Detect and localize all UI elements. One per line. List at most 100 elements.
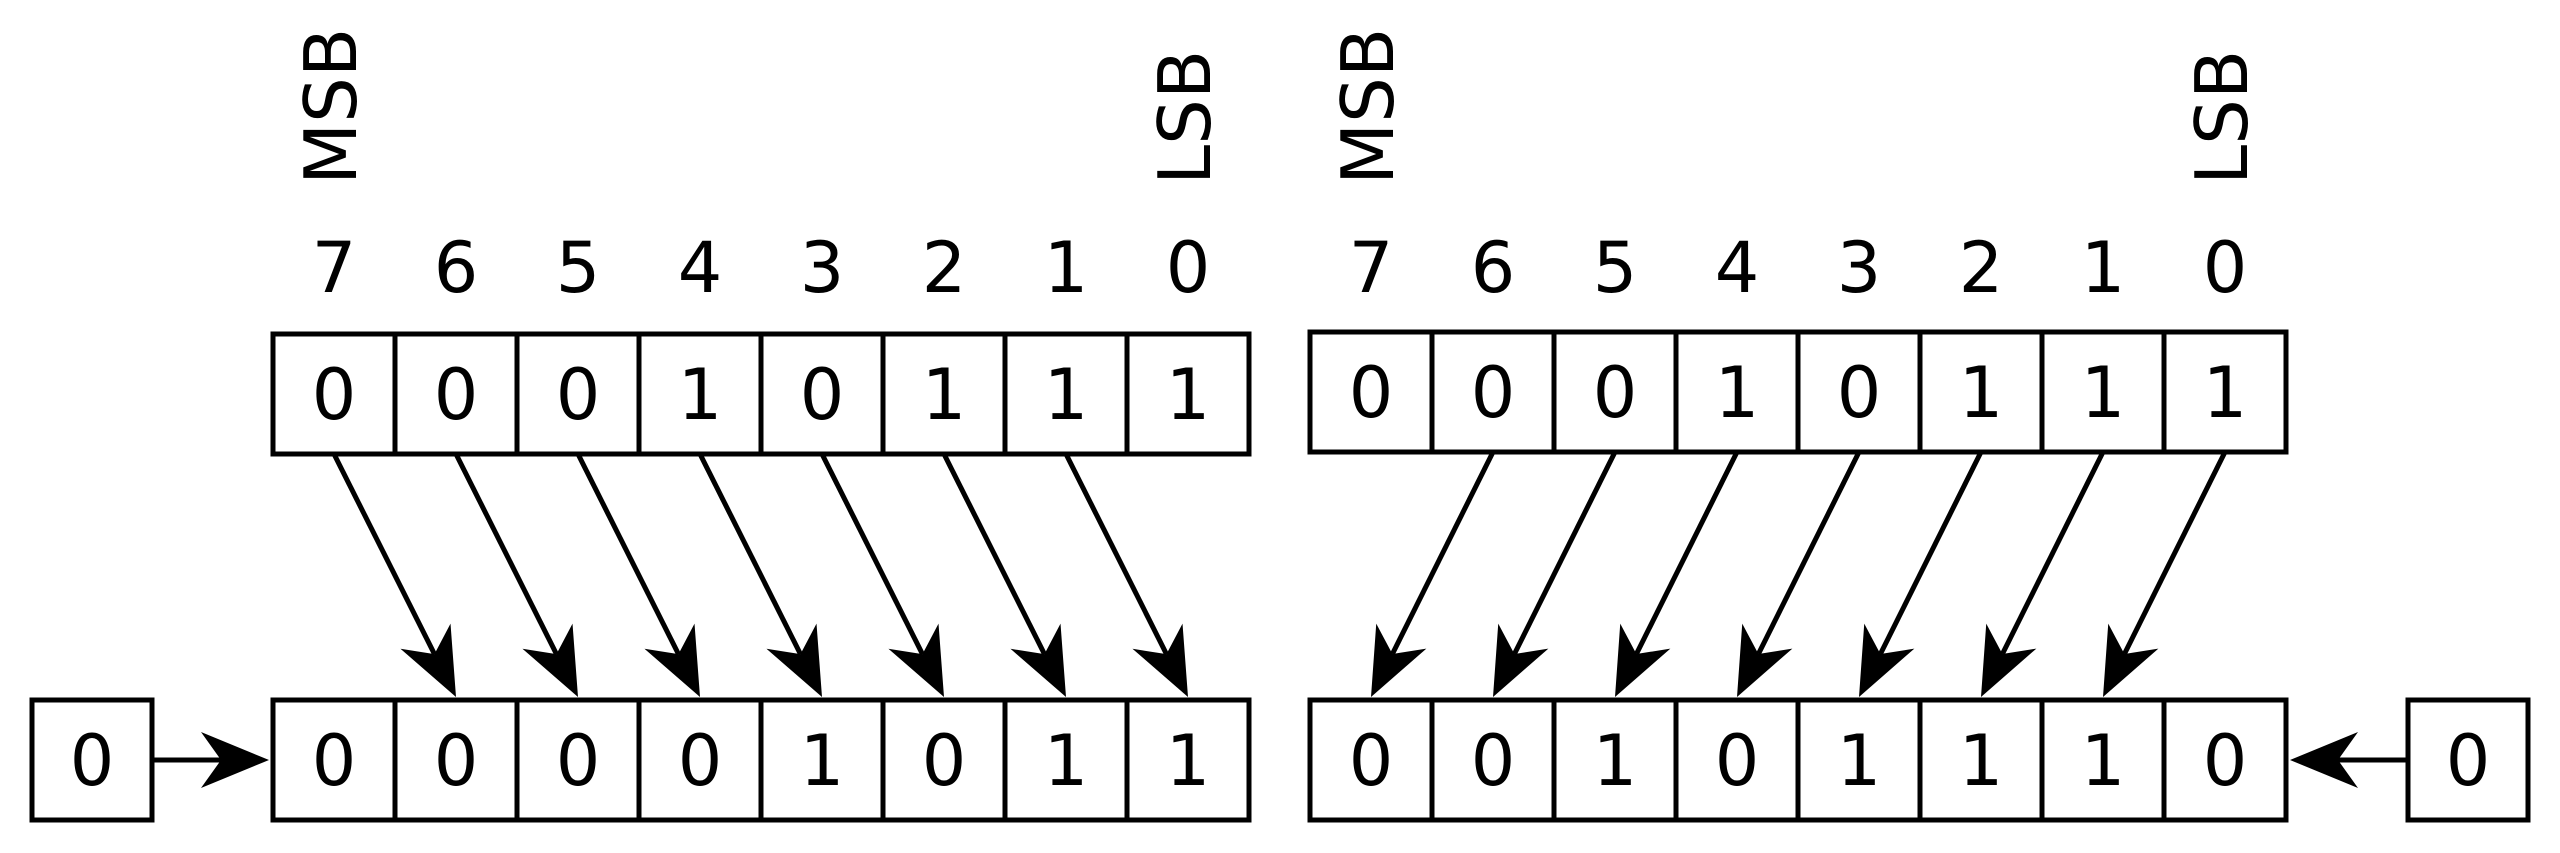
shifted-bit-cell: 1 — [758, 697, 886, 823]
original-bit-cell: 1 — [2161, 329, 2289, 455]
original-bit-cell-value: 0 — [434, 354, 479, 436]
shift-arrow — [453, 452, 578, 697]
shifted-bit-cell: 0 — [514, 697, 642, 823]
shifted-bit-cell: 1 — [1795, 697, 1923, 823]
shifted-bit-cell-value: 0 — [678, 720, 723, 802]
bit-index: 7 — [1349, 227, 1394, 309]
original-bit-cell: 0 — [514, 331, 642, 457]
original-bit-cell-value: 1 — [1715, 352, 1760, 434]
original-bit-cell-value: 0 — [312, 354, 357, 436]
bit-index: 1 — [2081, 227, 2126, 309]
shifted-bit-cell-value: 0 — [434, 720, 479, 802]
shifted-bit-cell: 0 — [636, 697, 764, 823]
lsb-label: LSB — [1143, 50, 1227, 185]
original-bit-cell-value: 1 — [2203, 352, 2248, 434]
bit-index: 0 — [1166, 227, 1211, 309]
bit-index: 5 — [556, 227, 601, 309]
shifted-bit-cell-value: 0 — [556, 720, 601, 802]
original-bit-cell-value: 0 — [1349, 352, 1394, 434]
fill-bit-cell: 0 — [2405, 697, 2531, 823]
shifted-bit-cell-value: 0 — [312, 720, 357, 802]
fill-arrow — [2290, 732, 2408, 788]
original-bit-cell: 1 — [880, 331, 1008, 457]
bit-index: 2 — [922, 227, 967, 309]
shifted-bit-cell: 1 — [2039, 697, 2167, 823]
shifted-bit-cell: 0 — [1673, 697, 1801, 823]
bit-index: 3 — [1837, 227, 1882, 309]
shifted-bit-cell-value: 1 — [1166, 720, 1211, 802]
bit-index: 6 — [434, 227, 479, 309]
shifted-bit-cell-value: 0 — [1471, 720, 1516, 802]
original-bit-cell-value: 1 — [2081, 352, 2126, 434]
shifted-bit-cell-value: 1 — [1593, 720, 1638, 802]
lsb-label: LSB — [2180, 50, 2264, 185]
bit-index: 7 — [312, 227, 357, 309]
original-bit-cell-value: 1 — [1959, 352, 2004, 434]
original-bit-cell: 0 — [270, 331, 398, 457]
bit-index: 5 — [1593, 227, 1638, 309]
shift-arrow — [1859, 450, 1984, 697]
shifted-bit-cell-value: 1 — [1959, 720, 2004, 802]
bit-index: 2 — [1959, 227, 2004, 309]
fill-bit-cell-value: 0 — [2446, 720, 2491, 802]
shift-arrow — [575, 452, 700, 697]
original-bit-cell-value: 0 — [556, 354, 601, 436]
shift-arrow — [1493, 450, 1618, 697]
fill-arrow — [152, 732, 269, 788]
original-bit-cell: 0 — [392, 331, 520, 457]
original-bit-cell: 1 — [2039, 329, 2167, 455]
fill-bit-cell: 0 — [29, 697, 155, 823]
original-bit-cell: 1 — [636, 331, 764, 457]
shift-arrow — [1063, 452, 1188, 697]
original-bit-cell-value: 0 — [1471, 352, 1516, 434]
original-bit-cell: 0 — [1429, 329, 1557, 455]
original-bit-cell: 0 — [1307, 329, 1435, 455]
original-bit-cell-value: 1 — [678, 354, 723, 436]
shifted-bit-cell-value: 0 — [2203, 720, 2248, 802]
shifted-bit-cell-value: 1 — [800, 720, 845, 802]
shifted-bit-cell: 0 — [392, 697, 520, 823]
msb-label: MSB — [289, 28, 373, 185]
original-bit-cell: 1 — [1124, 331, 1252, 457]
shifted-bit-cell: 1 — [1551, 697, 1679, 823]
original-bit-cell-value: 1 — [1166, 354, 1211, 436]
original-bit-cell-value: 0 — [1837, 352, 1882, 434]
shift-arrow — [819, 452, 944, 697]
shifted-bit-cell: 0 — [2161, 697, 2289, 823]
shifted-bit-cell: 0 — [1429, 697, 1557, 823]
shifted-bit-cell: 0 — [1307, 697, 1435, 823]
shifted-bit-cell: 0 — [270, 697, 398, 823]
original-bit-cell: 0 — [758, 331, 886, 457]
original-bit-cell-value: 0 — [1593, 352, 1638, 434]
shift-arrow — [941, 452, 1066, 697]
bit-index: 4 — [1715, 227, 1760, 309]
shift-arrow — [1981, 450, 2106, 697]
shifted-bit-cell-value: 1 — [1837, 720, 1882, 802]
shifted-bit-cell: 1 — [1124, 697, 1252, 823]
shifted-bit-cell-value: 1 — [2081, 720, 2126, 802]
shift-arrow — [1371, 450, 1496, 697]
bit-index: 3 — [800, 227, 845, 309]
shifted-bit-cell-value: 0 — [1715, 720, 1760, 802]
shifted-bit-cell-value: 1 — [1044, 720, 1089, 802]
bit-index: 0 — [2203, 227, 2248, 309]
msb-label: MSB — [1326, 28, 1410, 185]
fill-bit-cell-value: 0 — [70, 720, 115, 802]
original-bit-cell-value: 0 — [800, 354, 845, 436]
shifted-bit-cell-value: 0 — [1349, 720, 1394, 802]
shift-arrow — [1737, 450, 1862, 697]
original-bit-cell-value: 1 — [1044, 354, 1089, 436]
original-bit-cell: 1 — [1673, 329, 1801, 455]
shift-arrow — [331, 452, 456, 697]
original-bit-cell-value: 1 — [922, 354, 967, 436]
shift-arrow — [697, 452, 822, 697]
shifted-bit-cell: 1 — [1917, 697, 2045, 823]
shift-arrow — [2103, 450, 2228, 697]
shifted-bit-cell: 1 — [1002, 697, 1130, 823]
shifted-bit-cell: 0 — [880, 697, 1008, 823]
bit-index: 4 — [678, 227, 723, 309]
shifted-bit-cell-value: 0 — [922, 720, 967, 802]
